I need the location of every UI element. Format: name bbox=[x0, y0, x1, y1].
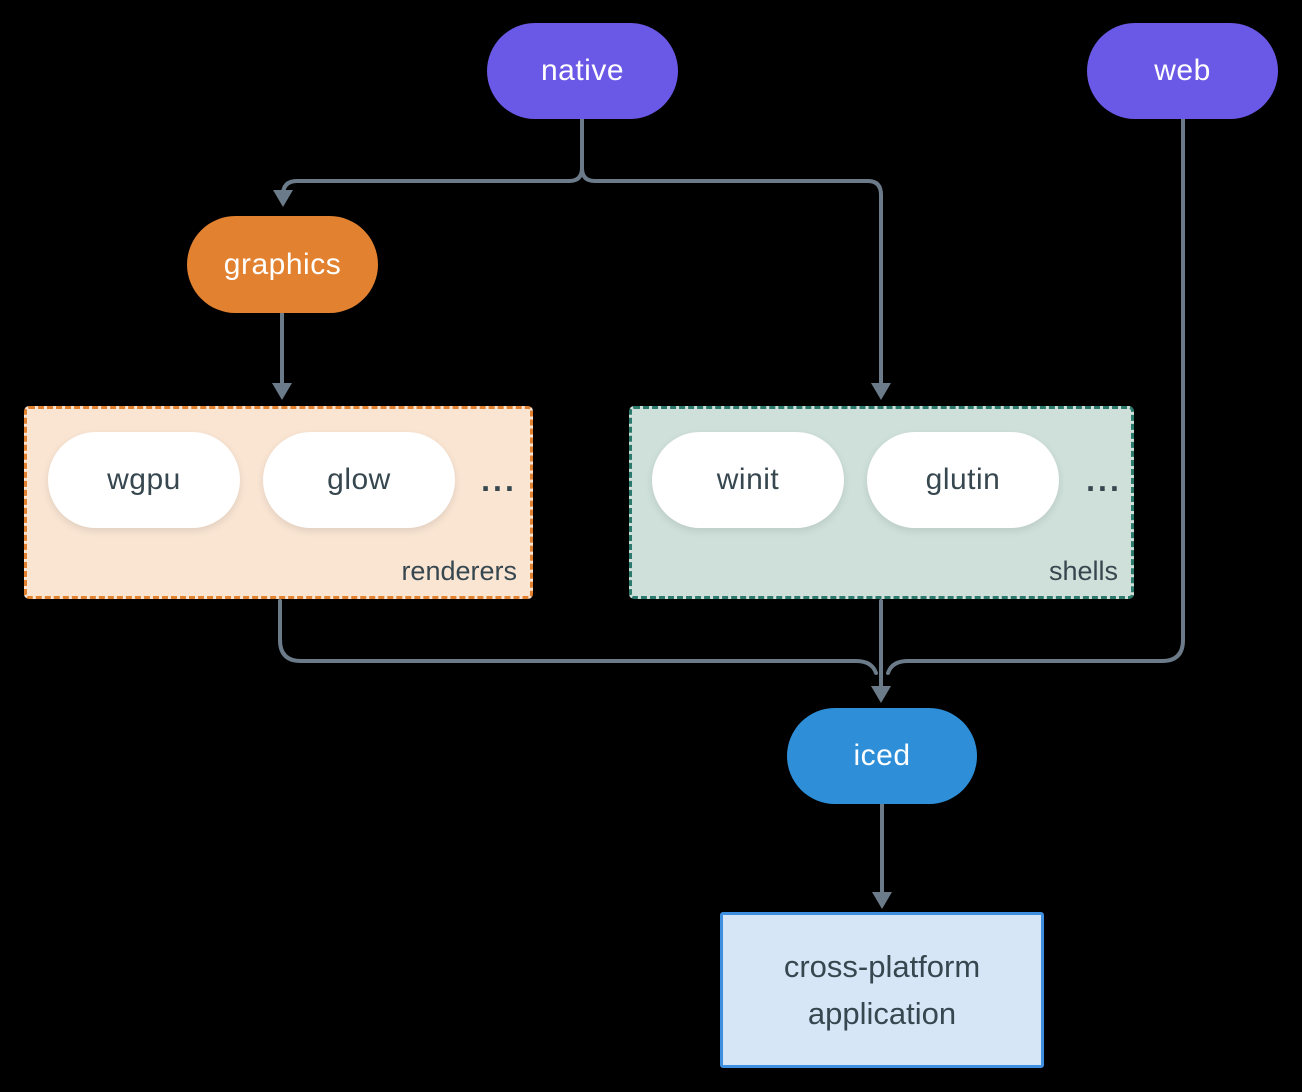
arrowhead-graphics bbox=[273, 190, 293, 207]
node-glutin: glutin bbox=[867, 432, 1059, 528]
edge-native-shells bbox=[580, 117, 883, 386]
edge-renderers-iced bbox=[278, 599, 878, 675]
renderers-group-label: renderers bbox=[401, 556, 517, 586]
node-winit: winit bbox=[652, 432, 844, 528]
group-renderers: wgpu glow ... renderers bbox=[24, 406, 533, 599]
arrowhead-iced bbox=[871, 686, 891, 703]
node-web: web bbox=[1087, 23, 1278, 119]
node-glow: glow bbox=[263, 432, 455, 528]
application-label-line2: application bbox=[807, 996, 957, 1031]
node-wgpu: wgpu bbox=[48, 432, 240, 528]
node-graphics: graphics bbox=[187, 216, 378, 313]
arrowhead-shells bbox=[871, 383, 891, 400]
arrowhead-renderers bbox=[272, 383, 292, 400]
arrowhead-application bbox=[872, 892, 892, 909]
node-cross-platform-application: cross-platform application bbox=[720, 912, 1044, 1068]
application-label-line1: cross-platform bbox=[783, 949, 981, 984]
renderers-ellipsis: ... bbox=[481, 461, 517, 498]
shells-ellipsis: ... bbox=[1086, 461, 1122, 498]
shells-group-label: shells bbox=[1048, 556, 1118, 586]
node-iced: iced bbox=[787, 708, 977, 804]
group-shells: winit glutin ... shells bbox=[629, 406, 1134, 599]
edge-native-graphics bbox=[281, 117, 584, 196]
node-native: native bbox=[487, 23, 678, 119]
